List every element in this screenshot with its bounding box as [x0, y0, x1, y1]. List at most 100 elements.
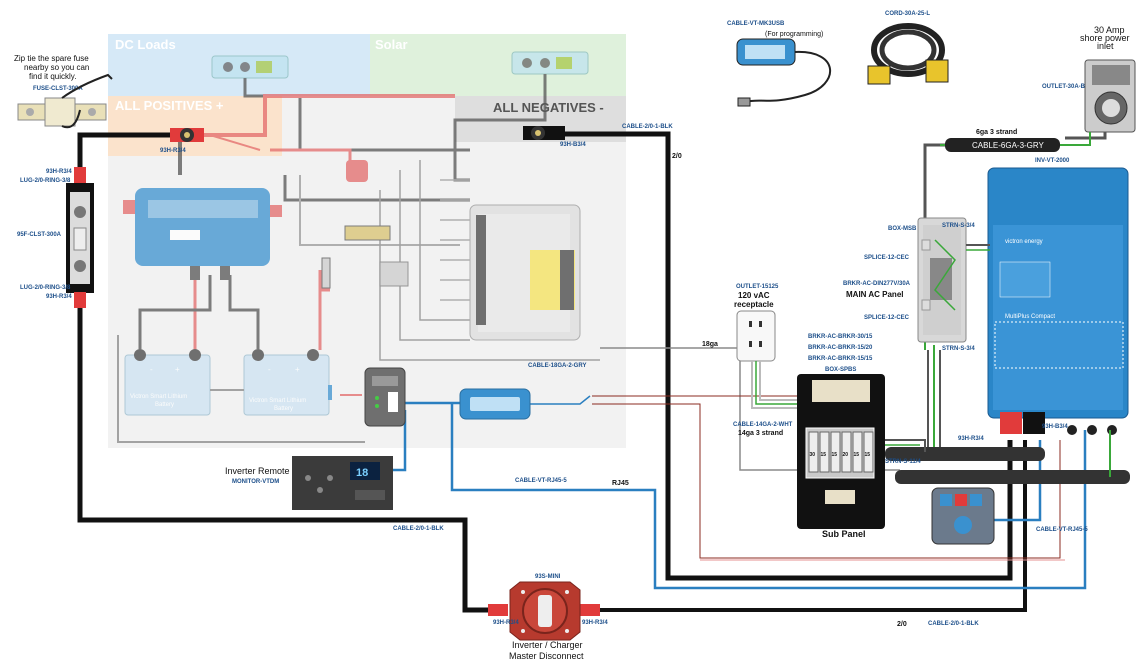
gx-display — [459, 388, 531, 420]
mk3usb-label: CABLE-VT-MK3USB — [727, 21, 785, 27]
sub-panel-breaker[interactable] — [830, 431, 841, 473]
shore-power-cord — [867, 23, 949, 85]
brkr-30-15-label: BRKR-AC-BRKR-30/15 — [808, 334, 873, 340]
cable-blk-top-label: CABLE-2/0-1-BLK — [622, 124, 673, 130]
brkr-15-15-label: BRKR-AC-BRKR-15/15 — [808, 356, 873, 362]
breaker-rating: 20 — [843, 452, 849, 458]
inline-fuse — [346, 160, 368, 182]
svg-text:+: + — [295, 365, 300, 374]
battery-2-label: Victron Smart Lithium — [249, 398, 306, 404]
sub-panel: 30 15 15 20 15 15 — [797, 374, 885, 529]
sub-panel-breaker[interactable] — [852, 431, 863, 473]
clst-300a-label: 95F-CLST-300A — [17, 232, 62, 238]
fuse-clst-label: FUSE-CLST-300A — [33, 86, 83, 92]
cable-18ga-label: CABLE-18GA-2-GRY — [528, 363, 586, 369]
breaker-rating: 15 — [832, 452, 838, 458]
rj45-inverter-cable — [450, 402, 1087, 590]
main-positive-cable — [77, 132, 490, 613]
box-spbs-label: BOX-SPBS — [825, 367, 856, 373]
zip-tie-note-line2: nearby so you can — [24, 63, 89, 72]
strn-mid-label: STRN-S-3/4 — [942, 346, 975, 352]
cord-30a-label: CORD-30A-25-L — [885, 11, 930, 17]
ga14-strand-label: 14ga 3 strand — [738, 430, 783, 437]
outlet-30a-label: OUTLET-30A-B — [1042, 84, 1086, 90]
battery-1-sublabel: Battery — [155, 402, 174, 408]
two-zero-bottom-label: 2/0 — [897, 621, 907, 628]
bottom-r34-a-label: 93H-R3/4 — [493, 620, 519, 626]
lug-ring-a-label: LUG-2/0-RING-3/8 — [20, 178, 71, 184]
smart-bms-unit — [135, 188, 270, 266]
sub-panel-breaker[interactable] — [863, 431, 874, 473]
ga18-label: 18ga — [702, 341, 718, 348]
right-r34-label: 93H-R3/4 — [958, 436, 984, 442]
brkr-15-20-label: BRKR-AC-BRKR-15/20 — [808, 345, 873, 351]
monitor-vtdm-label: MONITOR-VTDM — [232, 479, 279, 485]
cable-6ga-sheath — [945, 138, 1060, 152]
two-zero-top-label: 2/0 — [672, 153, 682, 160]
shore-power-line1: 30 Amp — [1094, 25, 1125, 35]
box-msb-label: BOX-MSB — [888, 226, 917, 232]
cable-14ga-label: CABLE-14GA-2-WHT — [733, 422, 793, 428]
main-negative-cable — [555, 131, 1013, 581]
right-b34-label: 93H-B3/4 — [1042, 424, 1068, 430]
breaker-rating: 15 — [865, 452, 871, 458]
svg-text:+: + — [175, 365, 180, 374]
inv-vt-label: INV-VT-2000 — [1035, 158, 1070, 164]
mini-93s-label: 93S-MINI — [535, 574, 561, 580]
shore-power-line3: inlet — [1097, 41, 1114, 51]
breaker-rating: 15 — [854, 452, 860, 458]
battery-1-label: Victron Smart Lithium — [130, 394, 187, 400]
cable-blk-bottom-left-label: CABLE-2/0-1-BLK — [393, 526, 444, 532]
remote-panel-cable — [994, 440, 1042, 522]
breaker-rating: 15 — [821, 452, 827, 458]
bottom-r34-b-label: 93H-R3/4 — [582, 620, 608, 626]
cable-rj45-label: CABLE-VT-RJ45-5 — [515, 478, 567, 484]
svg-text:-: - — [150, 365, 153, 374]
master-disconnect-switch[interactable] — [488, 581, 600, 641]
sub-panel-breaker[interactable] — [808, 431, 819, 473]
inverter-remote-monitor: 18 — [292, 456, 393, 510]
ga6-strand-label: 6ga 3 strand — [976, 129, 1017, 136]
shore-power-inlet — [1084, 59, 1136, 133]
splice-a-label: SPLICE-12-CEC — [864, 255, 910, 261]
outlet-15125-label: OUTLET-15125 — [736, 284, 779, 290]
negative-busbar-lug — [523, 126, 565, 140]
disconnect-label-line1: Inverter / Charger — [512, 640, 583, 650]
splice-b-label: SPLICE-12-CEC — [864, 315, 910, 321]
cable-rj45-right-label: CABLE-VT-RJ45-5 — [1036, 527, 1088, 533]
sub-panel-label: Sub Panel — [822, 529, 866, 539]
brkr-din-label: BRKR-AC-DIN277V/30A — [843, 281, 911, 287]
disconnect-to-inverter-cable — [600, 440, 1027, 612]
cable-6ga-label: CABLE-6GA-3-GRY — [972, 141, 1045, 150]
sub-panel-breaker[interactable] — [819, 431, 830, 473]
lug-ring-b-label: LUG-2/0-RING-3/8 — [20, 285, 71, 291]
solar-label: Solar — [375, 37, 408, 52]
zip-tie-note-line3: find it quickly. — [29, 72, 76, 81]
zip-tie-note-line1: Zip tie the spare fuse — [14, 54, 89, 63]
rj45-label: RJ45 — [612, 480, 629, 487]
inverter-control-panel — [931, 487, 995, 545]
shore-power-line2: shore power — [1080, 33, 1130, 43]
battery-2: - + Victron Smart Lithium Battery — [243, 349, 330, 416]
sub-panel-breaker[interactable] — [841, 431, 852, 473]
svg-text:18: 18 — [356, 467, 368, 479]
for-programming-label: (For programming) — [765, 31, 823, 38]
b34-top-label: 93H-B3/4 — [560, 142, 586, 148]
mk3-usb-interface — [736, 38, 832, 107]
inverter-brand-label: victron energy — [1005, 239, 1043, 245]
monitor-rj45-cable — [393, 410, 407, 472]
receptacle-line1: 120 vAC — [738, 291, 770, 300]
receptacle-line2: receptacle — [734, 300, 774, 309]
r34-top-label: 93H-R3/4 — [160, 148, 186, 154]
positives-label: ALL POSITIVES + — [115, 98, 224, 113]
class-t-fuse — [66, 167, 94, 308]
battery-2-sublabel: Battery — [274, 406, 293, 412]
breaker-rating: 30 — [810, 452, 816, 458]
left-r34-a-label: 93H-R3/4 — [46, 169, 72, 175]
main-ac-panel-label: MAIN AC Panel — [846, 290, 904, 299]
left-r34-b-label: 93H-R3/4 — [46, 294, 72, 300]
spare-fuse — [17, 73, 113, 129]
solar-charge-controller — [469, 204, 581, 341]
main-ac-panel — [917, 217, 967, 343]
positives-zone — [108, 96, 282, 156]
